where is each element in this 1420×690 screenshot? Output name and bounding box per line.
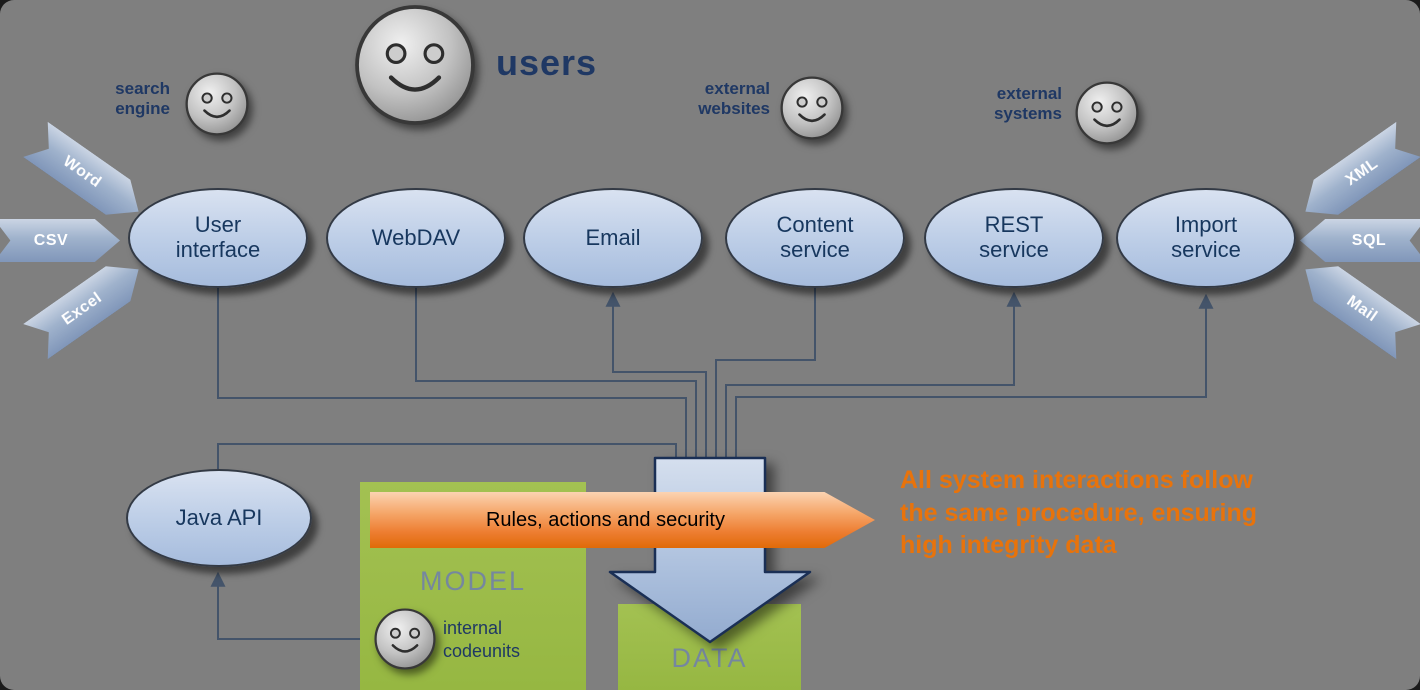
search-engine-actor-icon — [185, 72, 249, 136]
service-label: Import service — [1171, 212, 1241, 262]
format-banner-mail: Mail — [1293, 252, 1420, 359]
format-banner-word: Word — [23, 122, 151, 229]
format-banner-sql-label: SQL — [1351, 231, 1387, 249]
format-banner-mail-label: Mail — [1343, 292, 1381, 325]
java-api-ellipse: Java API — [126, 469, 312, 567]
format-banner-sql: SQL — [1300, 219, 1420, 262]
internal-codeunits-icon — [374, 608, 436, 670]
users-icon — [355, 5, 475, 125]
funnel-arrow — [608, 456, 812, 644]
service-ellipse-email: Email — [523, 188, 703, 288]
service-label: WebDAV — [371, 224, 461, 250]
connector-rest-service — [725, 291, 1022, 458]
rules-banner-label: Rules, actions and security — [485, 508, 725, 531]
format-banner-xml-label: XML — [1342, 154, 1381, 189]
format-banner-excel-label: Excel — [58, 288, 105, 329]
service-ellipse-content-service: Content service — [725, 188, 905, 288]
service-label: Content service — [776, 212, 854, 262]
internal-codeunits-label: internal codeunits — [443, 618, 521, 661]
note-line: All system interactions follow — [900, 466, 1253, 494]
format-banner-word-label: Word — [60, 152, 105, 191]
note-line: high integrity data — [900, 531, 1117, 559]
connector-user-interface — [217, 288, 687, 458]
service-ellipse-webdav: WebDAV — [326, 188, 506, 288]
service-label: REST service — [979, 212, 1049, 262]
format-banner-csv-label: CSV — [33, 231, 69, 249]
service-ellipse-rest-service: REST service — [924, 188, 1104, 288]
external-systems-actor-icon — [1075, 81, 1139, 145]
users-label: users — [496, 42, 598, 83]
format-banner-excel: Excel — [23, 252, 151, 359]
data-box-title: DATA — [671, 643, 748, 673]
connector-model-to-java-api — [210, 571, 373, 640]
service-ellipse-user-interface: User interface — [128, 188, 308, 288]
external-websites-label: external websites — [698, 79, 770, 119]
service-label: User interface — [175, 212, 261, 262]
format-banner-csv: CSV — [0, 219, 120, 262]
external-systems-label: external systems — [993, 84, 1062, 124]
note-line: the same procedure, ensuring — [900, 498, 1258, 527]
service-ellipse-import-service: Import service — [1116, 188, 1296, 288]
rules-banner: Rules, actions and security — [370, 492, 875, 548]
service-label: Email — [585, 224, 641, 250]
java-api-label: Java API — [175, 504, 263, 530]
connector-email — [605, 291, 707, 458]
search-engine-label: search engine — [115, 79, 170, 119]
external-websites-actor-icon — [780, 76, 844, 140]
model-box-title: MODEL — [419, 566, 527, 596]
connector-webdav — [415, 288, 697, 458]
note-text: All system interactions follow the same … — [900, 464, 1330, 562]
connector-content-service — [715, 288, 816, 458]
format-banner-xml: XML — [1293, 122, 1420, 229]
connector-import-service — [735, 293, 1214, 458]
